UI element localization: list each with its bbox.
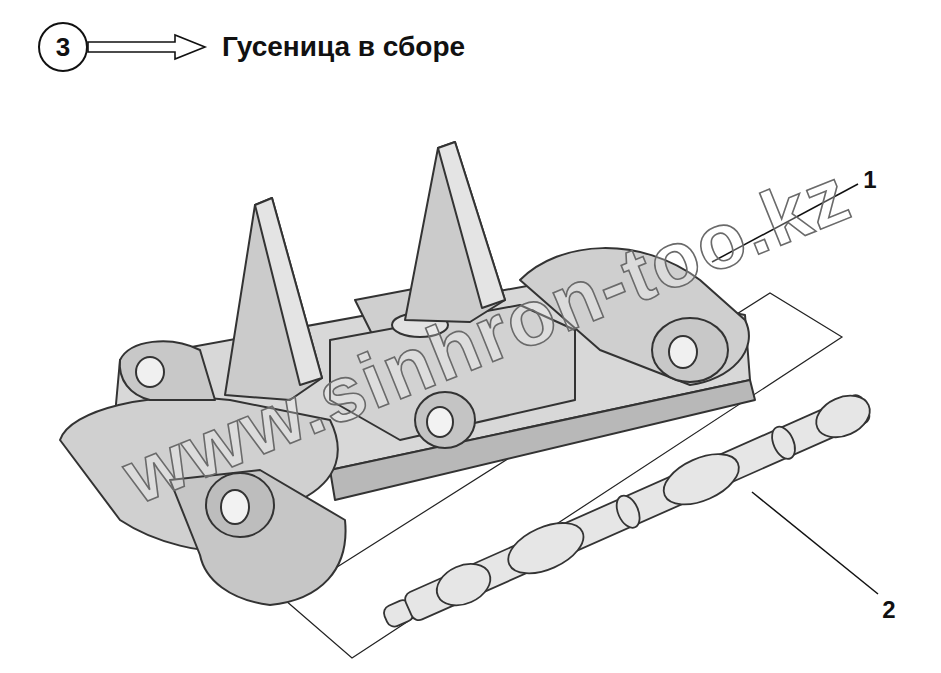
diagram-title: Гусеница в сборе [222,31,465,63]
callout-number: 2 [882,596,895,624]
track-pin [377,386,877,638]
callout-number: 3 [56,32,70,63]
callout-circle: 3 [38,22,88,72]
callout-number: 1 [863,166,876,194]
title-arrow [88,35,205,59]
leader-line [752,492,878,594]
